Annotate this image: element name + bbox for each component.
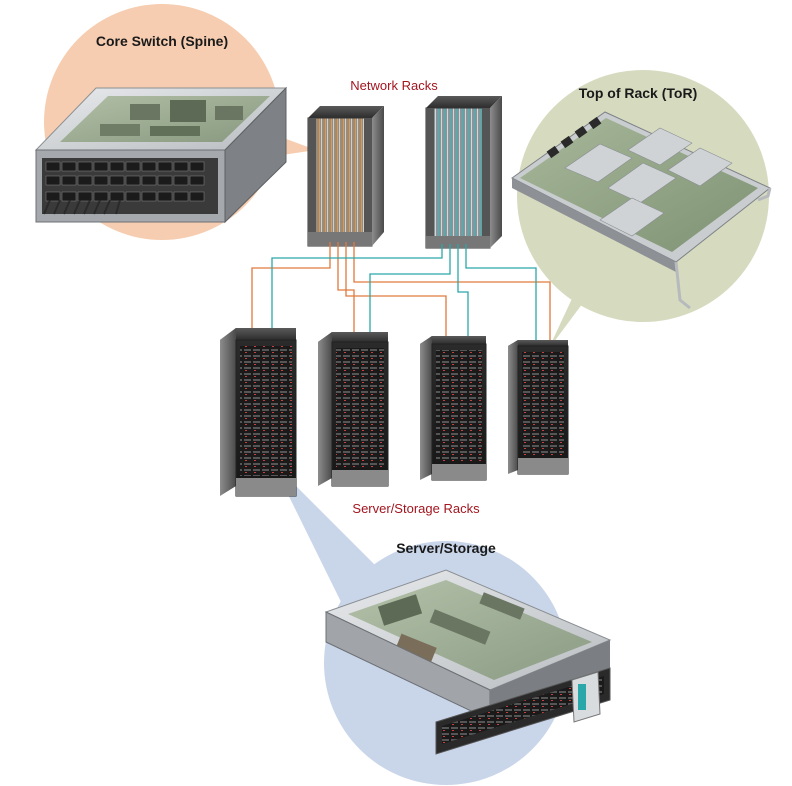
label-server-racks: Server/Storage Racks [352, 501, 480, 516]
tor-linecard [511, 111, 772, 310]
label-tor: Top of Rack (ToR) [579, 85, 697, 101]
server-pointer [272, 462, 385, 610]
core-switch-chassis [34, 86, 288, 224]
tor-pointer [548, 280, 600, 350]
network-rack-1 [307, 106, 384, 247]
label-core-switch: Core Switch (Spine) [96, 33, 228, 49]
server-storage-chassis [324, 569, 612, 755]
teal-links [271, 244, 537, 345]
server-rack-1 [220, 328, 297, 497]
teal-link-2 [369, 244, 451, 340]
orange-link-3 [345, 242, 447, 340]
server-rack-2 [318, 332, 389, 487]
server-rack-4 [508, 340, 569, 475]
orange-link-4 [353, 242, 551, 345]
orange-link-1 [251, 242, 331, 336]
label-network-racks: Network Racks [350, 78, 438, 93]
teal-link-4 [465, 244, 537, 345]
server-rack-3 [420, 336, 487, 481]
orange-links [251, 242, 551, 345]
network-rack-2 [425, 96, 502, 249]
teal-link-1 [271, 244, 443, 338]
teal-link-3 [457, 244, 469, 340]
label-server-storage: Server/Storage [396, 540, 496, 556]
